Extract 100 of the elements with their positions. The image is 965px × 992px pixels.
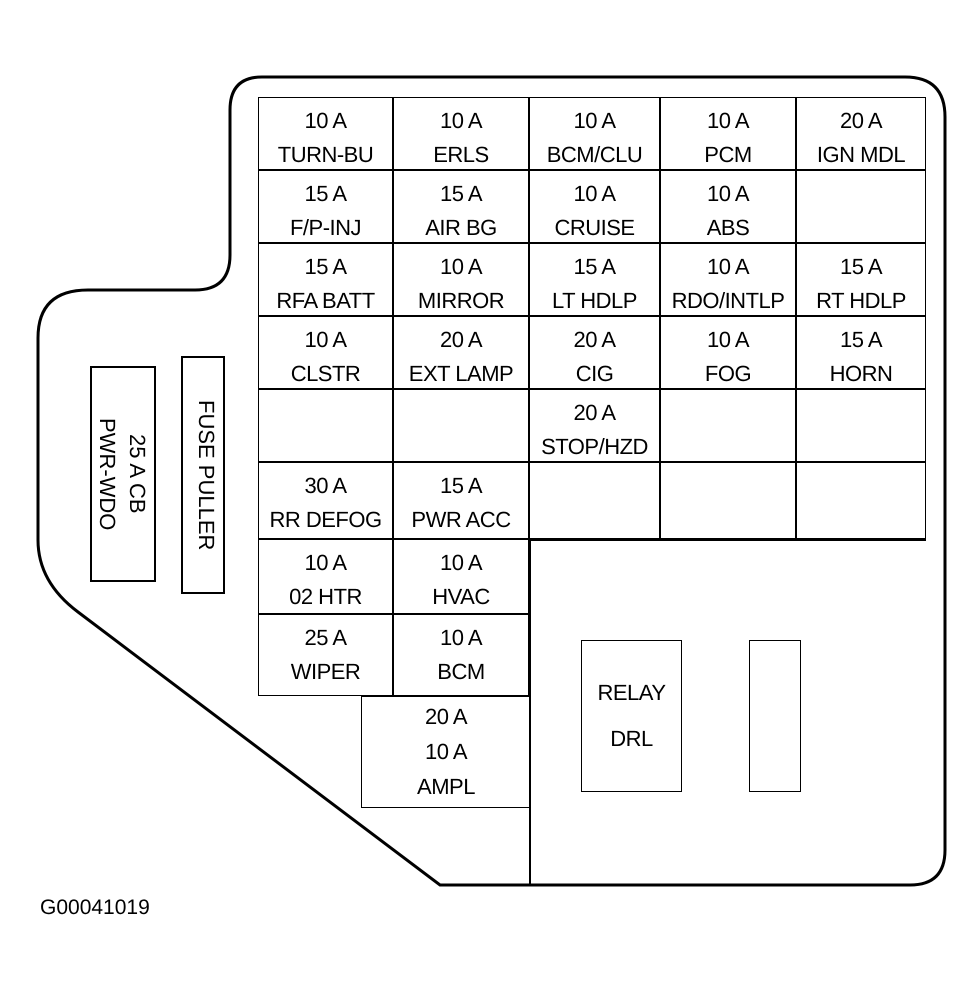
fuse-rating: 10 A xyxy=(424,738,468,766)
relay-slot xyxy=(749,640,801,792)
circuit-name: AMPL xyxy=(417,773,475,801)
circuit-name: CRUISE xyxy=(554,214,635,242)
fuse-rating: 20 A xyxy=(440,326,482,354)
fuse-slot xyxy=(258,389,393,462)
fuse-rating: 10 A xyxy=(706,180,750,208)
fuse-slot xyxy=(393,462,529,539)
fuse-rating: 20 A xyxy=(840,107,882,135)
fuse-slot xyxy=(796,462,926,539)
circuit-name: RR DEFOG xyxy=(269,506,382,534)
fuse-rating: 20 A xyxy=(573,399,616,427)
circuit-name: IGN MDL xyxy=(816,141,906,169)
fuse-slot xyxy=(529,170,660,243)
fuse-slot xyxy=(258,97,393,170)
circuit-name: EXT LAMP xyxy=(408,360,514,388)
fuse-slot xyxy=(660,97,796,170)
breaker-rating: 25 A CB xyxy=(124,433,151,516)
fuse-rating: 10 A xyxy=(304,326,347,354)
fuse-slot xyxy=(393,614,529,696)
fuse-slot xyxy=(660,316,796,389)
fuse-slot xyxy=(258,170,393,243)
fuse-rating: 10 A xyxy=(706,253,750,281)
fuse-slot xyxy=(361,696,531,808)
fuse-rating: 10 A xyxy=(573,180,616,208)
circuit-name: PCM xyxy=(704,141,752,169)
fuse-rating: 10 A xyxy=(440,253,482,281)
circuit-name: BCM/CLU xyxy=(546,141,642,169)
fuse-slot xyxy=(529,97,660,170)
circuit-name: HVAC xyxy=(432,583,490,611)
fuse-rating: 10 A xyxy=(440,549,482,577)
circuit-name: PWR ACC xyxy=(411,506,511,534)
fuse-rating: 25 A xyxy=(304,624,347,652)
fuse-rating: 10 A xyxy=(440,107,482,135)
fuse-slot xyxy=(393,389,529,462)
fuse-slot xyxy=(796,389,926,462)
fuse-slot xyxy=(660,243,796,316)
fuse-rating: 15 A xyxy=(440,472,482,500)
circuit-name: BCM xyxy=(437,658,485,686)
circuit-name: STOP/HZD xyxy=(541,433,648,461)
circuit-name: RT HDLP xyxy=(816,287,906,315)
fuse-slot xyxy=(393,316,529,389)
circuit-name: RDO/INTLP xyxy=(672,287,784,315)
relay-compartment xyxy=(529,539,926,885)
fuse-slot xyxy=(393,243,529,316)
fuse-slot xyxy=(393,539,529,614)
fuse-rating: 10 A xyxy=(440,624,482,652)
circuit-name: CLSTR xyxy=(290,360,360,388)
circuit-name: CIG xyxy=(576,360,614,388)
circuit-name: HORN xyxy=(830,360,892,388)
relay-label: RELAY DRL xyxy=(596,679,666,753)
fuse-slot xyxy=(796,97,926,170)
fuse-rating: 10 A xyxy=(706,107,750,135)
fuse-slot xyxy=(258,462,393,539)
fuse-rating: 15 A xyxy=(304,253,347,281)
circuit-name: FOG xyxy=(704,360,752,388)
fuse-slot xyxy=(660,389,796,462)
circuit-name: ABS xyxy=(706,214,750,242)
circuit-name: WIPER xyxy=(290,658,360,686)
fuse-rating: 10 A xyxy=(304,549,347,577)
fuse-slot xyxy=(796,170,926,243)
fuse-rating: 20 A xyxy=(573,326,616,354)
fuse-slot xyxy=(796,243,926,316)
fuse-slot xyxy=(529,462,660,539)
fuse-slot xyxy=(660,462,796,539)
circuit-name: AIR BG xyxy=(425,214,497,242)
fuse-rating: 15 A xyxy=(840,253,882,281)
figure-code: G00041019 xyxy=(40,896,150,920)
fuse-slot xyxy=(529,316,660,389)
circuit-name: LT HDLP xyxy=(552,287,637,315)
fuse-slot xyxy=(529,389,660,462)
fuse-rating: 30 A xyxy=(304,472,347,500)
fuse-rating: 15 A xyxy=(440,180,482,208)
fuse-rating: 10 A xyxy=(706,326,750,354)
circuit-name: TURN-BU xyxy=(278,141,374,169)
fuse-rating: 10 A xyxy=(304,107,347,135)
circuit-breaker-slot xyxy=(90,366,156,582)
part-label: FUSE PULLER xyxy=(193,398,220,552)
fuse-rating: 20 A xyxy=(424,703,468,731)
relay xyxy=(581,640,682,792)
fuse-slot xyxy=(258,539,393,614)
fuse-rating: 15 A xyxy=(573,253,616,281)
fuse-slot xyxy=(393,97,529,170)
fuse-block-housing xyxy=(38,77,945,885)
circuit-name: RFA BATT xyxy=(276,287,375,315)
fuse-slot xyxy=(660,170,796,243)
fuse-slot xyxy=(258,316,393,389)
circuit-name: 02 HTR xyxy=(289,583,362,611)
fuse-slot xyxy=(529,243,660,316)
fuse-slot xyxy=(796,316,926,389)
circuit-name: F/P-INJ xyxy=(290,214,362,242)
fuse-puller xyxy=(181,356,225,594)
fuse-slot xyxy=(258,243,393,316)
fuse-slot xyxy=(393,170,529,243)
fuse-rating: 15 A xyxy=(304,180,347,208)
fuse-rating: 15 A xyxy=(840,326,882,354)
fuse-rating: 10 A xyxy=(573,107,616,135)
circuit-name: MIRROR xyxy=(418,287,504,315)
circuit-name: PWR-WDO xyxy=(94,416,121,532)
fuse-slot xyxy=(258,614,393,696)
